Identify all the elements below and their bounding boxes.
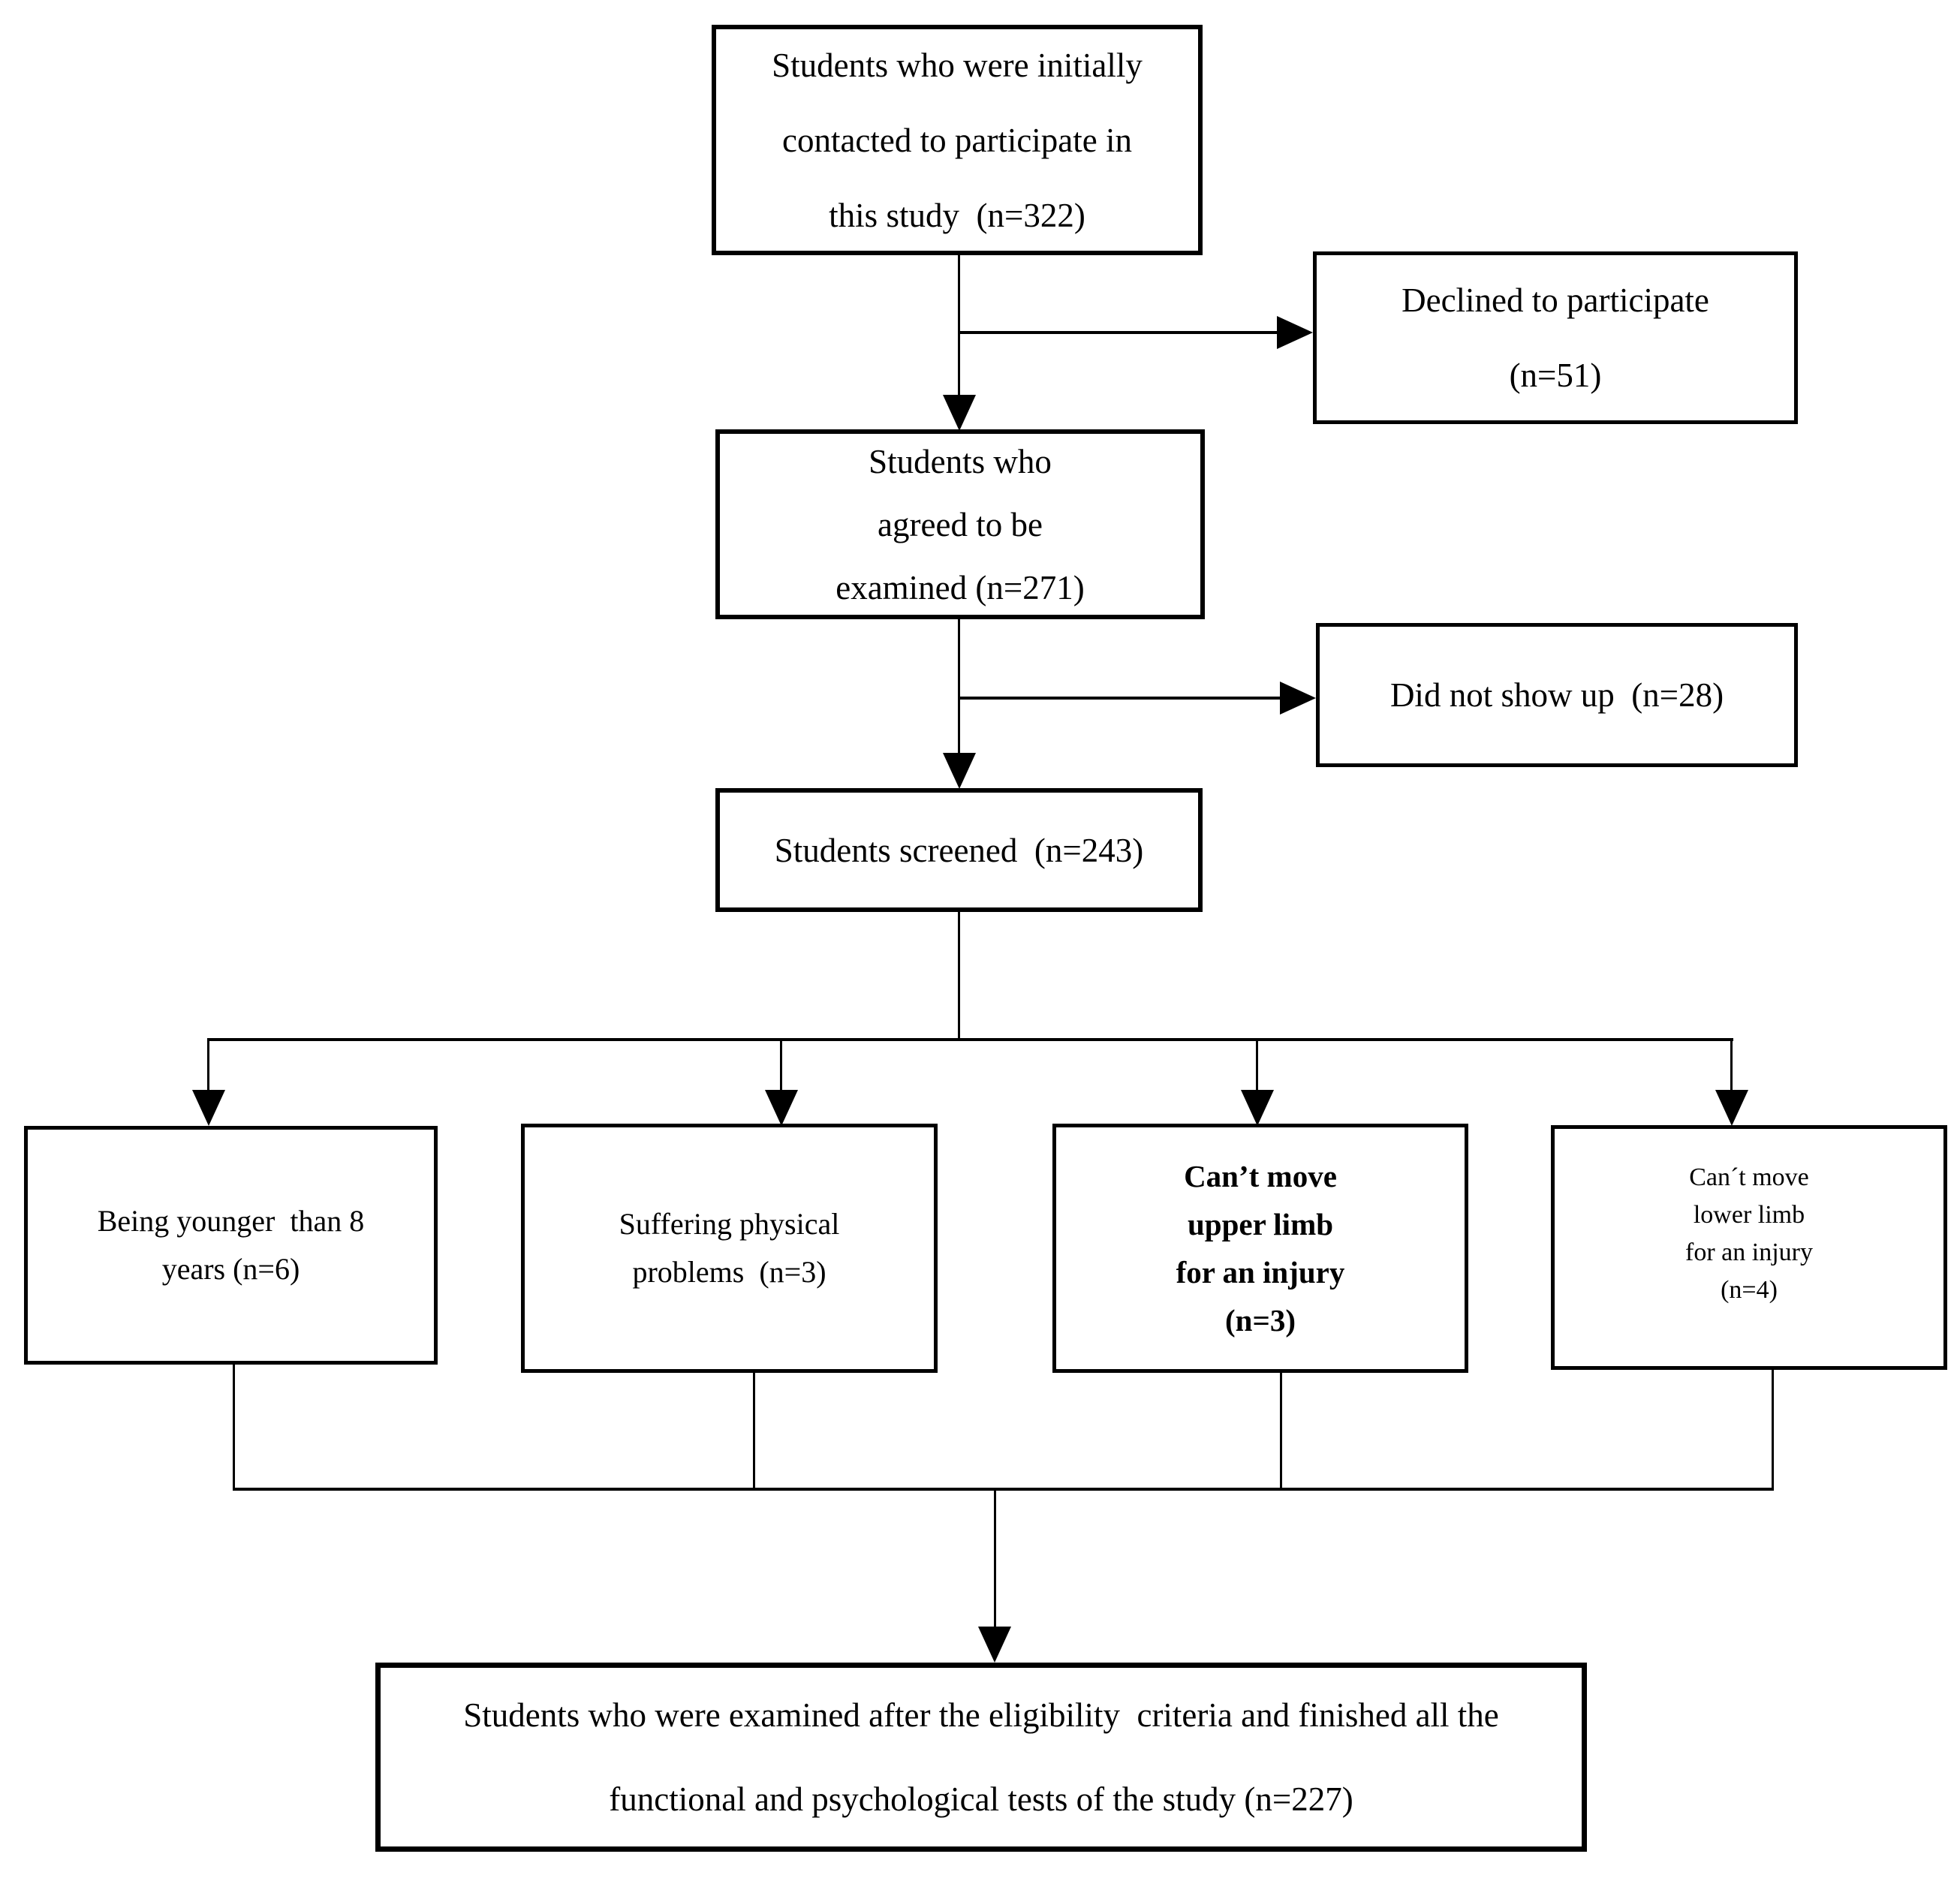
node-text-line: Can´t move xyxy=(1689,1163,1809,1191)
node-excluded-lower-limb: Can´t move lower limb for an injury (n=4… xyxy=(1551,1125,1947,1370)
arrowhead-into-excluded-physical xyxy=(765,1090,798,1126)
node-text-line: problems (n=3) xyxy=(632,1255,826,1289)
branch-horizontal-line xyxy=(207,1038,1733,1041)
node-declined: Declined to participate (n=51) xyxy=(1313,251,1798,424)
connector-merge-final-vertical xyxy=(994,1491,996,1627)
node-final-completed: Students who were examined after the eli… xyxy=(375,1663,1587,1852)
arrowhead-into-final xyxy=(978,1627,1011,1663)
node-text-line: Students who were initially xyxy=(772,46,1143,84)
node-text-line: contacted to participate in xyxy=(781,121,1133,159)
merge-drop-upper-limb xyxy=(1280,1372,1282,1490)
node-text-line: agreed to be xyxy=(878,505,1043,543)
node-text-line: Students who xyxy=(869,442,1052,480)
arrowhead-into-agreed xyxy=(943,395,976,431)
arrowhead-into-noshow xyxy=(1280,682,1316,715)
node-text-line: for an injury xyxy=(1685,1238,1813,1266)
merge-drop-physical xyxy=(753,1372,755,1490)
node-initial-contacted: Students who were initially contacted to… xyxy=(712,25,1203,255)
arrowhead-into-excluded-upper-limb xyxy=(1241,1090,1274,1126)
connector-agreed-noshow-horizontal xyxy=(959,697,1280,700)
arrowhead-into-declined xyxy=(1277,316,1313,349)
connector-screened-branch-vertical xyxy=(958,911,960,1040)
node-text-line: examined (n=271) xyxy=(835,568,1085,606)
arrowhead-into-excluded-lower-limb xyxy=(1715,1090,1748,1126)
node-agreed: Students who agreed to be examined (n=27… xyxy=(715,429,1205,619)
node-text-line: (n=3) xyxy=(1225,1303,1296,1338)
node-no-show: Did not show up (n=28) xyxy=(1316,623,1798,767)
node-text-line: (n=4) xyxy=(1721,1276,1778,1304)
node-text-line: Can’t move xyxy=(1184,1159,1337,1193)
node-text-line: this study (n=322) xyxy=(829,196,1085,234)
node-text-line: Students who were examined after the eli… xyxy=(463,1696,1499,1734)
node-text-line: Did not show up (n=28) xyxy=(1389,676,1724,714)
node-text-line: years (n=6) xyxy=(161,1252,300,1286)
connector-initial-agreed-vertical xyxy=(958,254,960,397)
branch-drop-lower-limb xyxy=(1730,1040,1733,1091)
node-text-line: upper limb xyxy=(1187,1207,1334,1241)
node-text-line: Suffering physical xyxy=(619,1207,840,1241)
branch-drop-upper-limb xyxy=(1256,1040,1258,1091)
branch-drop-age xyxy=(207,1040,209,1091)
node-excluded-physical: Suffering physical problems (n=3) xyxy=(521,1124,938,1373)
branch-drop-physical xyxy=(780,1040,782,1091)
arrowhead-into-screened xyxy=(943,753,976,789)
node-screened: Students screened (n=243) xyxy=(715,788,1203,912)
node-excluded-upper-limb: Can’t move upper limb for an injury (n=3… xyxy=(1052,1124,1468,1373)
connector-agreed-screened-vertical xyxy=(958,618,960,755)
merge-horizontal-line xyxy=(233,1488,1774,1491)
merge-drop-age xyxy=(233,1364,235,1490)
node-text-line: (n=51) xyxy=(1509,357,1602,394)
connector-initial-declined-horizontal xyxy=(959,331,1278,334)
node-excluded-age: Being younger than 8 years (n=6) xyxy=(24,1126,438,1365)
merge-drop-lower-limb xyxy=(1772,1369,1774,1490)
node-text-line: Being younger than 8 xyxy=(97,1204,365,1238)
node-text-line: functional and psychological tests of th… xyxy=(609,1780,1353,1818)
node-text-line: Students screened (n=243) xyxy=(774,831,1144,869)
node-text-line: for an injury xyxy=(1176,1255,1345,1290)
node-text-line: lower limb xyxy=(1693,1201,1805,1229)
arrowhead-into-excluded-age xyxy=(192,1090,225,1126)
node-text-line: Declined to participate xyxy=(1402,281,1709,319)
